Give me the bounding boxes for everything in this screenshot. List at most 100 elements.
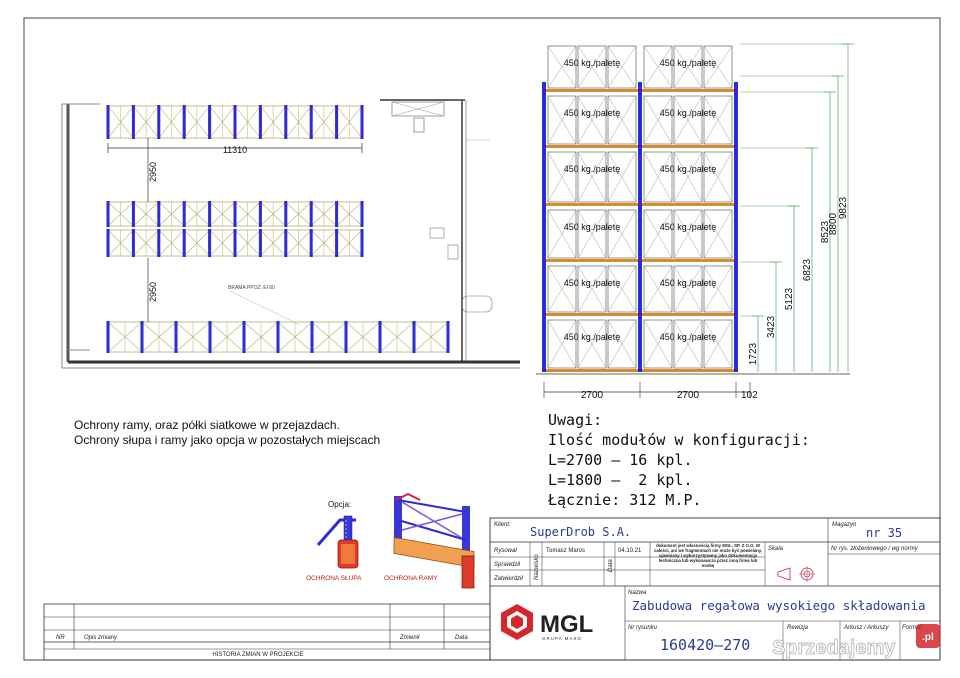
tb-skala-label: Skala <box>768 546 784 552</box>
tb-arkusz-label: Arkusz / Arkuszy <box>843 625 889 631</box>
pallet <box>703 45 733 89</box>
width-right: 2700 <box>677 390 700 401</box>
pallet <box>703 209 733 259</box>
rev-col-nr: NR <box>56 635 65 641</box>
note-line-2: Ochrony słupa i ramy jako opcja w pozost… <box>74 433 381 447</box>
pallet <box>643 319 673 369</box>
note-line-1: Ochrony ramy, oraz półki siatkowe w prze… <box>74 418 340 432</box>
rack-beam <box>546 203 638 206</box>
pallet <box>547 95 577 145</box>
tb-sprawdzil-label: Sprawdził <box>494 562 521 568</box>
tb-ref-label: Nr rys. złożeniowego / wg normy <box>831 546 919 552</box>
pallet <box>607 209 637 259</box>
watermark: Sprzedajemy .pl <box>772 624 940 659</box>
plan-dim-gap-top: 2950 <box>148 162 158 182</box>
pallet <box>547 209 577 259</box>
tb-rysowal-label: Rysował <box>494 548 517 554</box>
rack-beam <box>642 203 734 206</box>
watermark-text: Sprzedajemy <box>772 637 896 659</box>
pallet <box>673 151 703 203</box>
rack-beam <box>546 259 638 262</box>
pallet <box>607 45 637 89</box>
rack-beam <box>642 259 734 262</box>
pallet <box>547 151 577 203</box>
rack-beam <box>642 369 734 372</box>
pallet <box>673 265 703 313</box>
pallet-load-label: 450 kg./paletę <box>660 332 717 342</box>
rack-beam <box>546 313 638 316</box>
pallet <box>577 265 607 313</box>
pallet <box>643 95 673 145</box>
logo-subtext: GRUPA MASO <box>542 636 582 641</box>
rack-beam <box>642 89 734 92</box>
pallet <box>673 319 703 369</box>
pallet-load-label: 450 kg./paletę <box>564 222 621 232</box>
rack-beam <box>642 313 734 316</box>
rack-beam <box>642 145 734 148</box>
pallet-load-label: 450 kg./paletę <box>660 164 717 174</box>
height-dim: 8523 <box>820 220 831 243</box>
frame-guard-drawing <box>393 492 475 589</box>
pallet <box>643 45 673 89</box>
rev-col-data: Data <box>455 635 468 641</box>
height-dim: 9823 <box>838 196 849 219</box>
pallet-load-label: 450 kg./paletę <box>564 164 621 174</box>
height-dim: 5123 <box>784 287 795 310</box>
pallet <box>577 95 607 145</box>
rack-row-middle-b <box>106 229 364 257</box>
rack-elevation: 450 kg./paletę 450 kg./paletę 450 kg./pale… <box>536 43 854 401</box>
tb-klient: SuperDrob S.A. <box>530 525 631 539</box>
pallet-load-label: 450 kg./paletę <box>564 58 621 68</box>
watermark-suffix: .pl <box>922 632 934 643</box>
tb-disclaimer-box: dokument jest własnością firmy MGL. SP. … <box>654 543 762 568</box>
column-guard-drawing <box>316 515 359 569</box>
revision-history-table: NR Opis zmiany Zmienił Data HISTORIA ZMI… <box>43 603 491 661</box>
rack-upright <box>638 82 642 372</box>
rev-col-opis: Opis zmiany <box>84 635 118 641</box>
tb-zatwierdzil-label: Zatwierdził <box>493 576 523 582</box>
rack-upright <box>542 82 546 372</box>
rack-beam <box>546 369 638 372</box>
uwagi-line-3: L=1800 – 2 kpl. <box>548 471 693 489</box>
uwagi-title: Uwagi: <box>548 411 603 429</box>
pallet <box>673 95 703 145</box>
pallet <box>607 265 637 313</box>
uwagi-line-2: L=2700 – 16 kpl. <box>548 451 693 469</box>
plan-dim-gap-bottom: 2950 <box>148 282 158 302</box>
frame-guard-label: OCHRONA RAMY <box>384 575 438 582</box>
height-dim: 6823 <box>802 258 813 281</box>
plan-dim-length: 11310 <box>223 145 247 155</box>
pallet <box>577 209 607 259</box>
warehouse-plan: 11310 2950 2950 BRAMA PPOŻ. EI 60 <box>61 99 520 369</box>
uwagi-line-4: Łącznie: 312 M.P. <box>548 491 702 509</box>
tb-nr-rysunku-label: Nr rysunku <box>628 625 658 631</box>
pallet <box>643 209 673 259</box>
tb-klient-label: Klient: <box>494 522 511 528</box>
pallet <box>643 151 673 203</box>
height-dim: 3423 <box>766 315 777 338</box>
pallet-load-label: 450 kg./paletę <box>660 278 717 288</box>
logo-text: MGL <box>540 611 593 638</box>
rack-beam <box>546 145 638 148</box>
pallet <box>703 319 733 369</box>
pallet-load-label: 450 kg./paletę <box>660 222 717 232</box>
pallet <box>643 265 673 313</box>
gate-label: BRAMA PPOŻ. EI 60 <box>228 284 275 291</box>
pallet <box>703 151 733 203</box>
pallet <box>673 209 703 259</box>
pallet-load-label: 450 kg./paletę <box>660 58 717 68</box>
tb-rysowal-name: Tomasz Maros <box>546 548 585 554</box>
width-left: 2700 <box>581 390 604 401</box>
protection-details: Opcja: OCHRONA SŁUPA OCHRONA RAMY <box>306 492 475 589</box>
pallet <box>547 319 577 369</box>
pallet <box>607 319 637 369</box>
uwagi-line-1: Ilość modułów w konfiguracji: <box>548 431 810 449</box>
rack-row-middle-a <box>106 201 364 227</box>
tb-nr-rysunku: 160420–270 <box>660 636 750 654</box>
pallet <box>577 151 607 203</box>
tb-format-label: Format <box>902 625 921 631</box>
rev-footer: HISTORIA ZMIAN W PROJEKCIE <box>212 652 303 658</box>
pallet <box>673 45 703 89</box>
tb-magazyn-label: Magazyn <box>832 522 857 528</box>
pallet <box>547 265 577 313</box>
